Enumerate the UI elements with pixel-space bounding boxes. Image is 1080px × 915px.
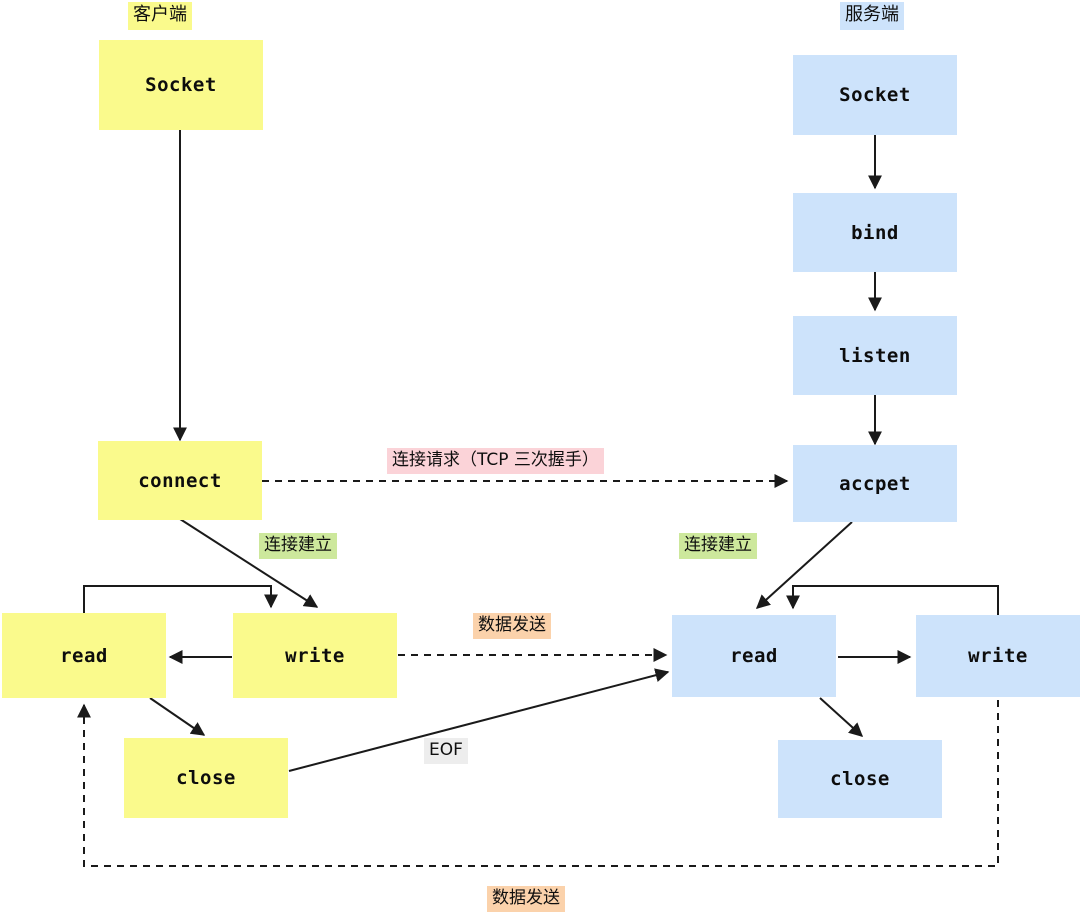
node-client-read[interactable]: read bbox=[2, 613, 166, 698]
label-server-connection-established: 连接建立 bbox=[679, 533, 757, 560]
node-client-write[interactable]: write bbox=[233, 613, 397, 698]
header-client: 客户端 bbox=[128, 2, 192, 30]
label-connect-request: 连接请求（TCP 三次握手） bbox=[387, 448, 604, 475]
label-client-connection-established: 连接建立 bbox=[259, 533, 337, 560]
node-client-socket[interactable]: Socket bbox=[99, 40, 263, 130]
label-data-send-bottom: 数据发送 bbox=[487, 886, 565, 913]
label-data-send-top: 数据发送 bbox=[473, 613, 551, 640]
edge-client-read-loop-to-write bbox=[83, 585, 278, 613]
node-server-listen[interactable]: listen bbox=[793, 316, 957, 395]
label-eof: EOF bbox=[424, 738, 468, 765]
header-server: 服务端 bbox=[840, 2, 904, 30]
node-client-connect[interactable]: connect bbox=[98, 441, 262, 520]
node-server-socket[interactable]: Socket bbox=[793, 55, 957, 135]
edge-server-accpet-to-read bbox=[755, 521, 853, 609]
node-server-close[interactable]: close bbox=[778, 740, 942, 818]
node-server-write[interactable]: write bbox=[916, 615, 1080, 697]
node-server-bind[interactable]: bind bbox=[793, 193, 957, 272]
edge-client-read-to-close bbox=[149, 697, 206, 736]
node-server-read[interactable]: read bbox=[672, 615, 836, 697]
edge-server-read-to-close bbox=[819, 697, 864, 737]
node-server-accpet[interactable]: accpet bbox=[793, 445, 957, 522]
edge-server-write-loop-to-read bbox=[786, 585, 999, 615]
node-client-close[interactable]: close bbox=[124, 738, 288, 818]
